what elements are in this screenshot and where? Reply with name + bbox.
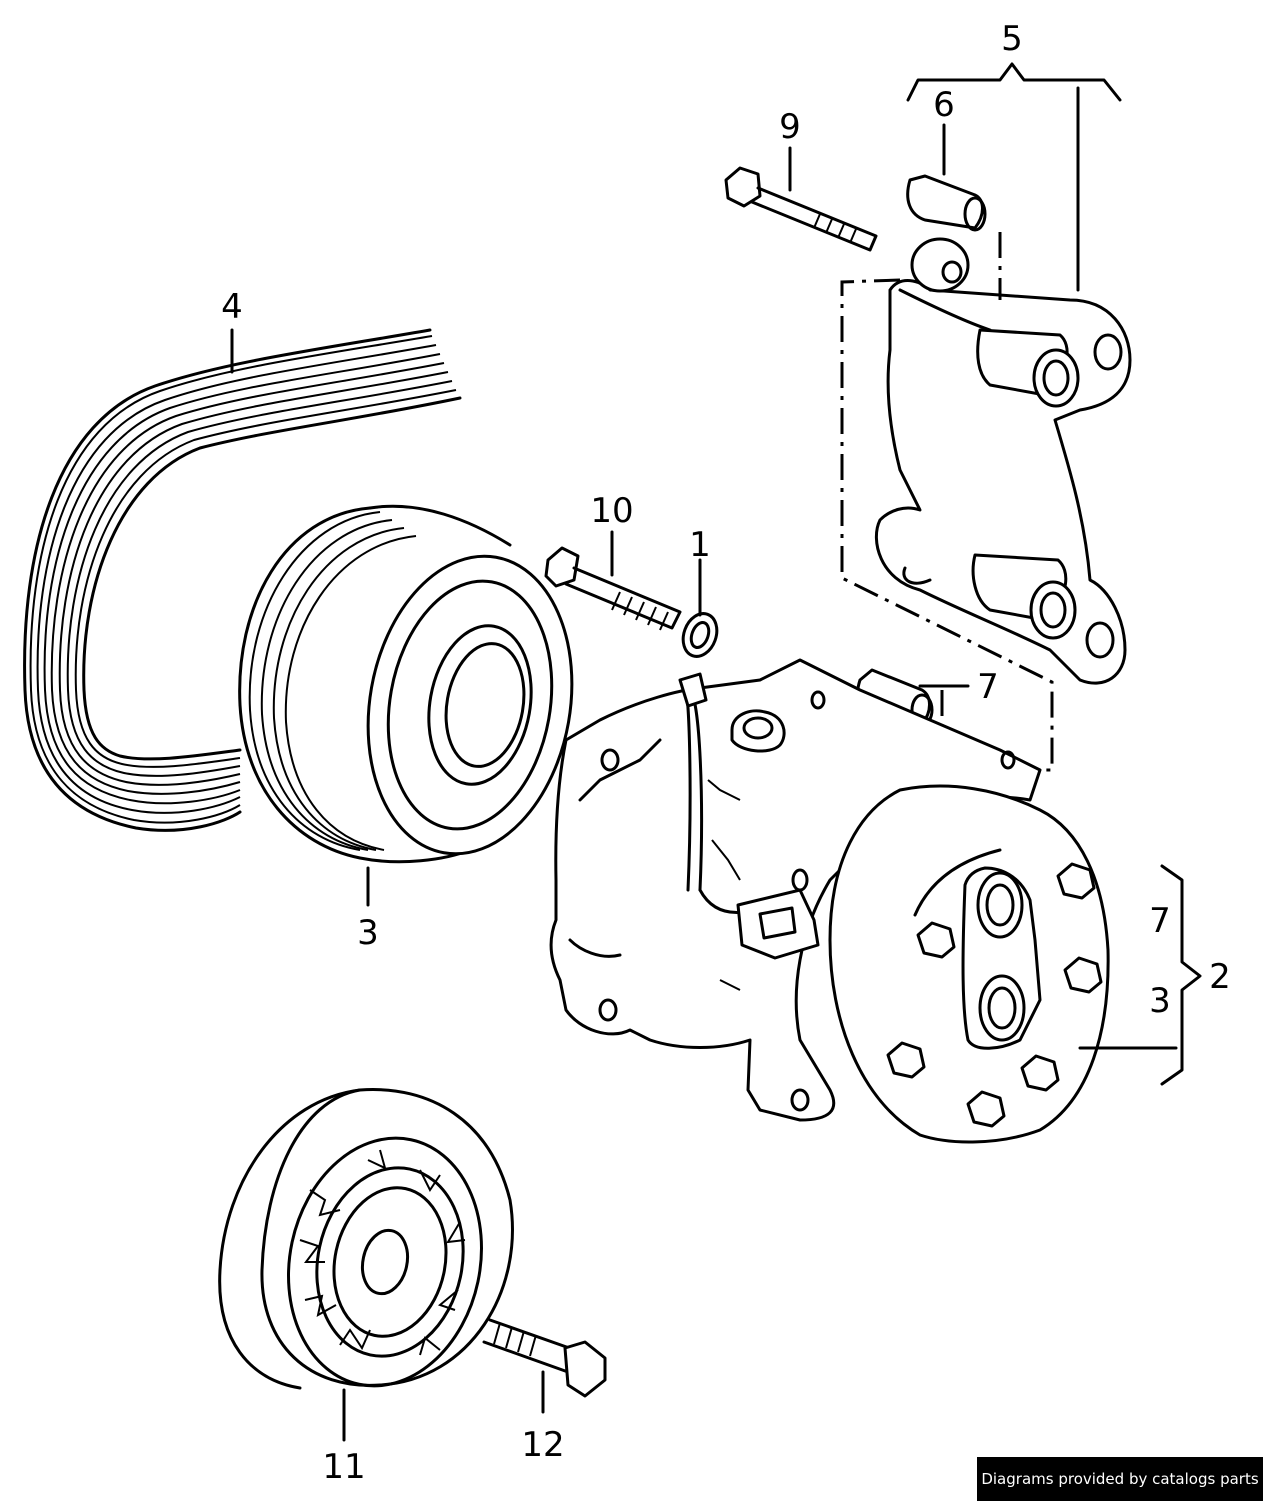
bolt-10: [544, 546, 682, 631]
callout-9: 9: [779, 107, 801, 147]
callout-11: 11: [322, 1447, 365, 1487]
callout-10: 10: [590, 491, 633, 531]
ac-compressor: [549, 658, 1110, 1144]
bracket-5: [874, 237, 1132, 685]
callout-4: 4: [221, 287, 243, 327]
bolt-9: [724, 166, 878, 252]
watermark-banner: Diagrams provided by catalogs parts: [977, 1457, 1263, 1501]
leader-lines: [230, 62, 1202, 1442]
callout-2: 2: [1209, 957, 1231, 997]
callout-7: 7: [977, 667, 999, 707]
callout-6: 6: [933, 85, 955, 125]
callout-5: 5: [1001, 19, 1023, 59]
callout-3-group: 3: [1149, 981, 1171, 1021]
callout-7-group: 7: [1149, 901, 1171, 941]
callout-labels: 1 2 3 3 4 5 6 7 7 9 10 11 12: [221, 19, 1231, 1487]
tensioning-roller: [218, 1088, 514, 1390]
callout-1: 1: [689, 525, 711, 565]
bolt-12: [482, 1318, 607, 1398]
drive-belt: [23, 328, 462, 832]
callout-3: 3: [357, 913, 379, 953]
callout-12: 12: [521, 1425, 564, 1465]
magnetic-clutch-pulley: [238, 504, 574, 864]
o-ring: [681, 612, 719, 658]
bracket-5-dashed-outline: [840, 232, 1054, 772]
sleeve-6: [906, 174, 987, 232]
